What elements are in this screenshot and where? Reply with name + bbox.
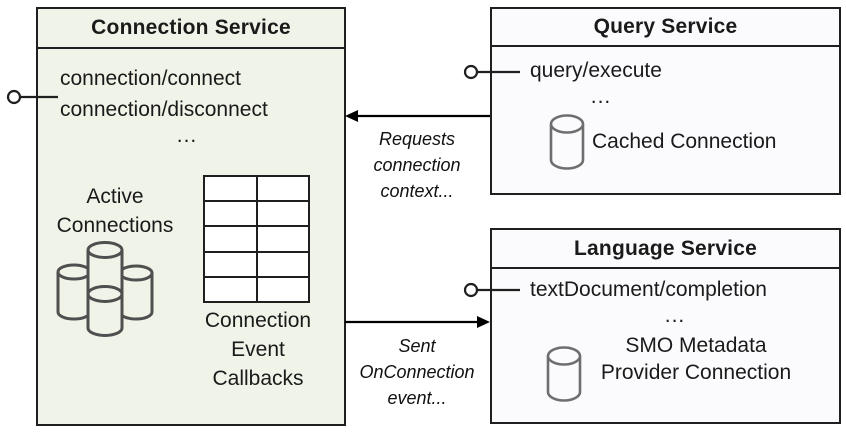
- ellipsis: ...: [176, 124, 198, 147]
- connection-to-language-arrow: [345, 316, 490, 328]
- connection-service-title: Connection Service: [38, 9, 344, 49]
- query-service-title: Query Service: [492, 9, 839, 47]
- active-connections-label: Active Connections: [56, 185, 174, 237]
- method-connection-connect: connection/connect: [60, 67, 241, 90]
- query-to-connection-arrow: [345, 110, 490, 122]
- sent-onconnection-event-label: Sent OnConnection event...: [359, 336, 475, 408]
- language-service-title: Language Service: [492, 230, 839, 269]
- method-connection-disconnect: connection/disconnect: [60, 98, 268, 121]
- cached-connection-label: Cached Connection: [592, 130, 777, 153]
- connection-service-methods: connection/connect connection/disconnect…: [60, 63, 314, 147]
- query-service-methods: query/execute ...: [530, 55, 672, 108]
- language-service-box: Language Service textDocument/completion…: [490, 228, 841, 424]
- query-service-box: Query Service query/execute ... Cached C…: [490, 7, 841, 195]
- callbacks-table-grid: [203, 175, 310, 303]
- database-cylinder-icon: [549, 114, 585, 170]
- method-textdocument-completion: textDocument/completion: [530, 278, 767, 301]
- ellipsis: ...: [590, 85, 612, 108]
- database-cluster-icon: [56, 241, 154, 337]
- method-query-execute: query/execute: [530, 59, 662, 82]
- ellipsis: ...: [664, 304, 686, 327]
- database-cylinder-icon: [546, 346, 582, 402]
- connection-service-box: Connection Service connection/connect co…: [36, 7, 346, 426]
- language-service-methods: textDocument/completion ...: [530, 274, 820, 327]
- connection-event-callbacks-label: Connection Event Callbacks: [204, 309, 312, 390]
- smo-metadata-provider-label: SMO Metadata Provider Connection: [600, 334, 792, 384]
- requests-connection-context-label: Requests connection context...: [373, 129, 461, 201]
